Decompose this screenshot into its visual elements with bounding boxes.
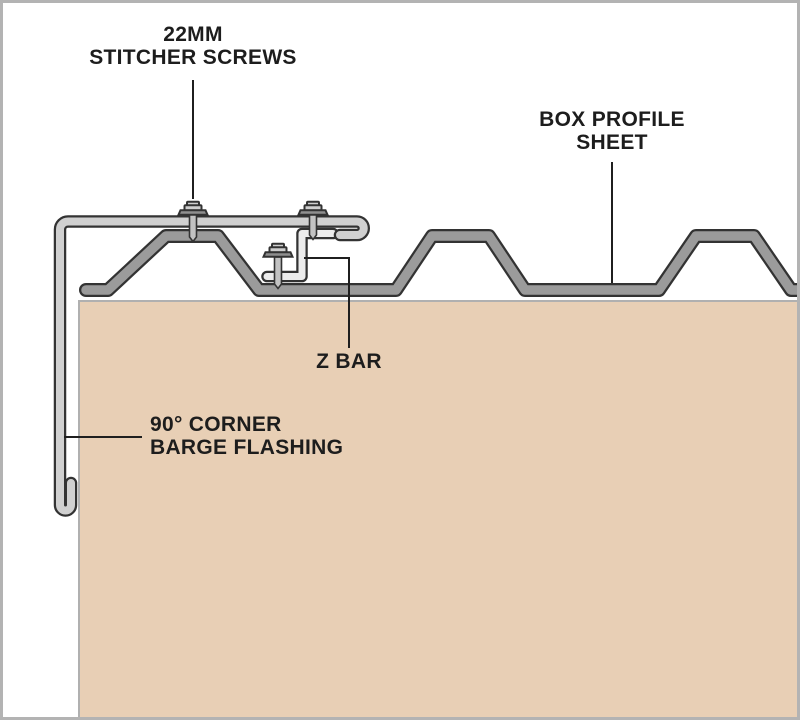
label-box-profile-sheet: BOX PROFILE SHEET: [512, 108, 712, 154]
label-stitcher-screws-line1: 22MM: [163, 23, 223, 46]
z-bar: [263, 230, 337, 280]
stitcher-screw-3: [262, 242, 294, 258]
label-box-profile-sheet-line2: SHEET: [576, 131, 648, 154]
stitcher-screw-2-shaft: [308, 213, 318, 241]
leader-line-z-bar: [304, 257, 350, 348]
stitcher-screw-3-shaft: [273, 256, 283, 290]
label-box-profile-sheet-line1: BOX PROFILE: [539, 108, 685, 131]
label-barge-flashing-line1: 90° CORNER: [150, 413, 282, 436]
wall-block: [78, 300, 800, 720]
label-stitcher-screws: 22MM STITCHER SCREWS: [83, 23, 303, 69]
barge-flashing: [56, 217, 368, 515]
label-barge-flashing: 90° CORNER BARGE FLASHING: [150, 413, 390, 459]
stitcher-screw-1: [177, 200, 209, 216]
label-z-bar: Z BAR: [289, 350, 409, 373]
label-stitcher-screws-line2: STITCHER SCREWS: [89, 46, 297, 69]
label-z-bar-text: Z BAR: [316, 350, 382, 373]
stitcher-screw-2: [297, 200, 329, 216]
stitcher-screw-1-shaft: [188, 213, 198, 243]
box-profile-sheet: [81, 231, 800, 295]
label-barge-flashing-line2: BARGE FLASHING: [150, 436, 344, 459]
